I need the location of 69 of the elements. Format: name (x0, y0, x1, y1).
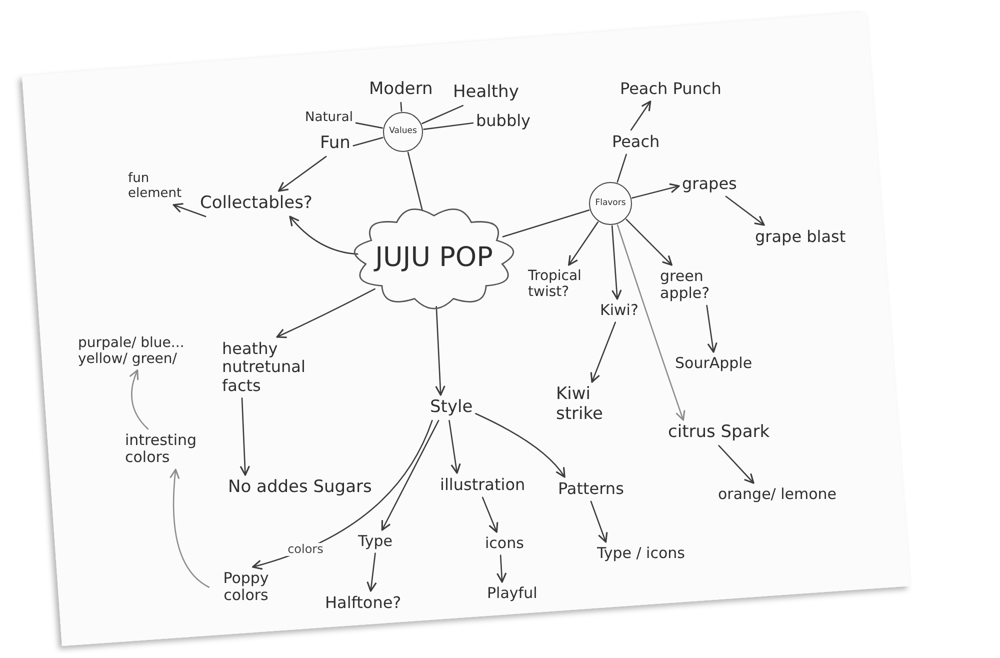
connector-line (352, 136, 384, 146)
idea-text: Modern (369, 80, 433, 100)
idea-text: Halftone? (325, 594, 402, 612)
connector-line (400, 102, 402, 112)
idea-text: Healthy (453, 83, 519, 103)
edge-label: colors (286, 542, 326, 556)
arrow (616, 224, 686, 421)
idea-text: icons (485, 535, 524, 552)
idea-text: green apple? (660, 268, 738, 302)
arrow (129, 369, 149, 430)
arrow (475, 413, 566, 478)
idea-text: purpale/ blue... yellow/ green/ (78, 335, 210, 368)
topic-label: Flavors (595, 198, 626, 208)
idea-text: Playful (487, 585, 538, 602)
arrow (611, 225, 622, 300)
arrow (626, 218, 672, 266)
topic-circle (589, 182, 632, 225)
idea-text: bubbly (476, 112, 531, 130)
arrow (278, 156, 327, 192)
arrow (632, 183, 680, 199)
arrow (172, 202, 206, 218)
topic-label: Values (389, 127, 417, 137)
topic-circle (383, 112, 423, 152)
idea-text: fun element (128, 172, 198, 202)
idea-text: orange/ lemone (718, 486, 837, 504)
idea-text: Collectables? (200, 194, 312, 214)
arrow (706, 304, 718, 353)
arrow (435, 306, 446, 396)
idea-text: Style (430, 398, 473, 418)
idea-text: illustration (440, 476, 526, 494)
connector-line (355, 122, 384, 129)
title-text: JUJU POP (375, 242, 493, 274)
arrow (482, 496, 498, 533)
arrow (718, 444, 754, 484)
idea-text: citrus Spark (668, 423, 770, 443)
idea-text: Type / icons (597, 545, 685, 562)
arrow (170, 468, 210, 588)
arrow (366, 552, 377, 592)
arrow (568, 221, 599, 266)
idea-text: intresting colors (125, 432, 217, 466)
idea-text: Poppy colors (212, 570, 280, 604)
idea-text: SourApple (675, 355, 752, 372)
idea-text: Patterns (558, 480, 624, 498)
arrow (240, 398, 250, 476)
idea-text: Peach (612, 133, 660, 152)
idea-text: heathy nutretunal facts (222, 340, 322, 396)
arrow (381, 420, 440, 531)
connector-line (422, 104, 464, 124)
arrow (496, 554, 507, 583)
idea-text: Kiwi strike (556, 385, 636, 424)
connector-line (407, 152, 423, 211)
idea-text: grapes (682, 175, 737, 194)
idea-text: Peach Punch (620, 80, 722, 98)
arrow (276, 288, 376, 338)
idea-text: Tropical twist? (528, 268, 596, 300)
idea-text: Kiwi? (600, 302, 638, 320)
arrow (590, 322, 616, 383)
idea-text: No addes Sugars (228, 478, 372, 498)
idea-text: Type (358, 533, 392, 550)
arrow (725, 196, 765, 226)
idea-text: Natural (305, 111, 353, 126)
arrow (630, 100, 652, 131)
connector-line (616, 154, 627, 183)
idea-text: grape blast (755, 228, 846, 246)
connector-line (423, 122, 474, 130)
arrow (590, 500, 608, 543)
arrow (289, 216, 358, 255)
arrow (448, 420, 461, 474)
idea-text: Fun (320, 134, 350, 154)
